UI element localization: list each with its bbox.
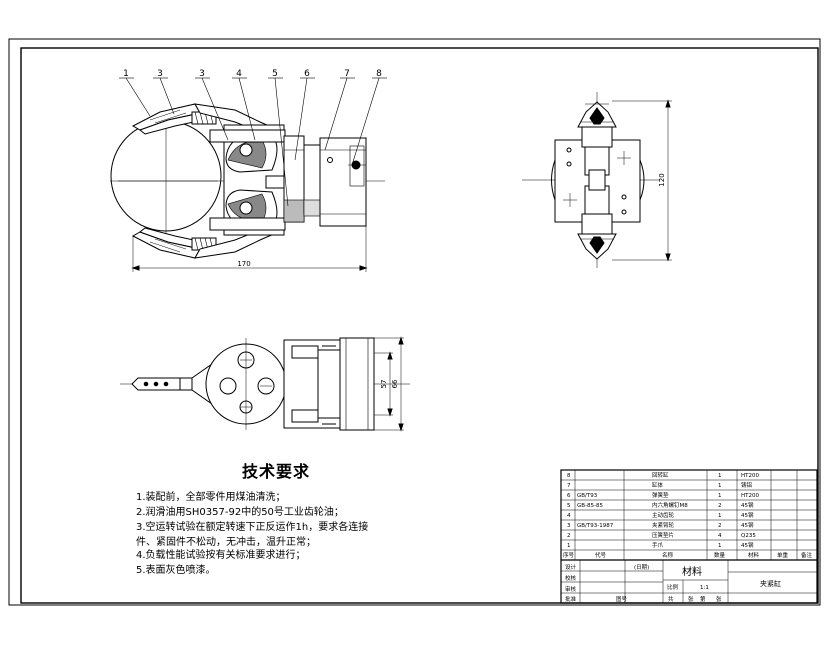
balloon-labels: 1 3 3 4 5 6 7 8 (123, 69, 382, 79)
title-block: (日期) 材料 夹紧缸 比例 1:1 设计 校核 审核 批准 图号 共 张 第 … (565, 563, 781, 603)
scale-value: 1:1 (700, 585, 709, 591)
dim-side-height: 120 (658, 173, 666, 186)
part-no: 4 (567, 513, 571, 519)
header-no: 序号 (563, 551, 575, 559)
part-no: 7 (567, 483, 571, 489)
part-no: 3 (567, 523, 571, 529)
part-name: 内六角螺钉M8 (652, 501, 688, 509)
part-name: 压簧垫片 (652, 531, 674, 539)
part-no: 6 (567, 493, 571, 499)
part-qty: 2 (718, 523, 722, 529)
drawing-name: 夹紧缸 (760, 579, 781, 588)
part-qty: 4 (718, 533, 722, 539)
header-code: 代号 (595, 551, 607, 559)
parts-row: 1 手爪 1 45钢 (567, 541, 754, 549)
tech-req-line: 件、紧固件不松动，无冲击，温升正常； (136, 537, 316, 548)
parts-row: 8 回转缸 1 HT200 (567, 471, 759, 479)
part-material: 45钢 (741, 501, 754, 509)
tech-req-line: 4.负载性能试验按有关标准要求进行； (136, 550, 306, 561)
part-qty: 1 (718, 483, 722, 489)
header-qty: 数量 (714, 551, 726, 559)
tech-req-line: 1.装配前，全部零件用煤油清洗； (136, 492, 286, 503)
part-material: 45钢 (741, 511, 754, 519)
balloon-5: 5 (272, 69, 278, 79)
front-view (110, 103, 385, 272)
title-marker: (日期) (634, 564, 649, 571)
balloon-leaders (119, 77, 387, 207)
part-qty: 1 (718, 543, 722, 549)
balloon-7: 7 (344, 69, 350, 79)
parts-row: 4 主动齿轮 1 45钢 (567, 511, 754, 519)
inner-frame (20, 47, 819, 604)
part-material: 45钢 (741, 521, 754, 529)
part-material: HT200 (741, 493, 759, 499)
tech-req-line: 3.空运转试验在额定转速下正反运作1h，要求各连接 (136, 522, 369, 533)
part-no: 1 (567, 543, 571, 549)
dim-top-outer: 66 (391, 379, 399, 388)
part-material: HT200 (741, 473, 759, 479)
outer-frame (8, 38, 821, 606)
dim-front-width: 170 (237, 260, 250, 268)
sheet-label: 图号 (616, 595, 628, 603)
balloon-3a: 3 (157, 69, 163, 79)
part-code: GB/T93 (577, 493, 598, 499)
part-material: 铸铝 (741, 481, 753, 489)
part-no: 2 (567, 533, 571, 539)
part-qty: 2 (718, 503, 722, 509)
row-label-approve: 批准 (565, 595, 577, 603)
part-name: 夹紧臂轮 (652, 521, 675, 529)
row-label-review: 审核 (565, 585, 577, 593)
tech-req-line: 5.表面灰色喷漆。 (136, 565, 216, 576)
tech-req-line: 2.润滑油用SH0357-92中的50号工业齿轮油； (136, 507, 344, 518)
part-material: 45钢 (741, 541, 754, 549)
row-label-check: 校核 (565, 574, 577, 582)
title-block-lines (560, 469, 818, 604)
scale-label: 比例 (667, 583, 679, 591)
side-view (522, 92, 672, 268)
header-material: 材料 (748, 551, 760, 559)
parts-row: 6 GB/T93 弹簧垫 1 HT200 (567, 491, 759, 499)
part-name: 手爪 (652, 541, 664, 549)
part-code: GB/T93-1987 (577, 523, 614, 529)
balloon-1: 1 (123, 69, 129, 79)
header-note: 备注 (801, 551, 813, 559)
parts-row: 7 缸体 1 铸铝 (567, 481, 753, 489)
parts-header: 序号 代号 名称 数量 材料 单重 备注 (563, 551, 813, 559)
balloon-8: 8 (376, 69, 382, 79)
part-name: 缸体 (652, 481, 664, 489)
row-label-design: 设计 (565, 563, 577, 571)
top-view (120, 336, 410, 432)
parts-row: 2 压簧垫片 4 Q235 (567, 531, 756, 539)
header-name: 名称 (662, 551, 674, 559)
part-qty: 1 (718, 513, 722, 519)
bottom-label-sheet2: 张 (716, 595, 722, 603)
part-no: 5 (567, 503, 571, 509)
parts-list: 8 回转缸 1 HT200 7 缸体 1 铸铝 6 GB/T93 弹簧垫 1 H… (563, 471, 813, 559)
part-name: 主动齿轮 (652, 511, 675, 519)
bottom-label-no: 第 (700, 595, 706, 603)
balloon-6: 6 (304, 69, 310, 79)
bottom-label-total: 共 (668, 595, 674, 603)
part-material: Q235 (741, 533, 756, 539)
parts-row: 5 GB-85-85 内六角螺钉M8 2 45钢 (567, 501, 754, 509)
dim-top-inner: 57 (380, 380, 388, 389)
part-qty: 1 (718, 493, 722, 499)
tech-req-title: 技术要求 (242, 462, 311, 481)
part-name: 回转缸 (652, 471, 669, 479)
part-no: 8 (567, 473, 571, 479)
part-name: 弹簧垫 (652, 491, 669, 499)
header-weight: 单重 (777, 551, 789, 559)
material-label: 材料 (682, 565, 702, 578)
balloon-4: 4 (236, 69, 242, 79)
balloon-3b: 3 (199, 69, 205, 79)
bottom-label-sheet1: 张 (688, 595, 694, 603)
part-code: GB-85-85 (577, 503, 604, 509)
part-qty: 1 (718, 473, 722, 479)
parts-row: 3 GB/T93-1987 夹紧臂轮 2 45钢 (567, 521, 754, 529)
